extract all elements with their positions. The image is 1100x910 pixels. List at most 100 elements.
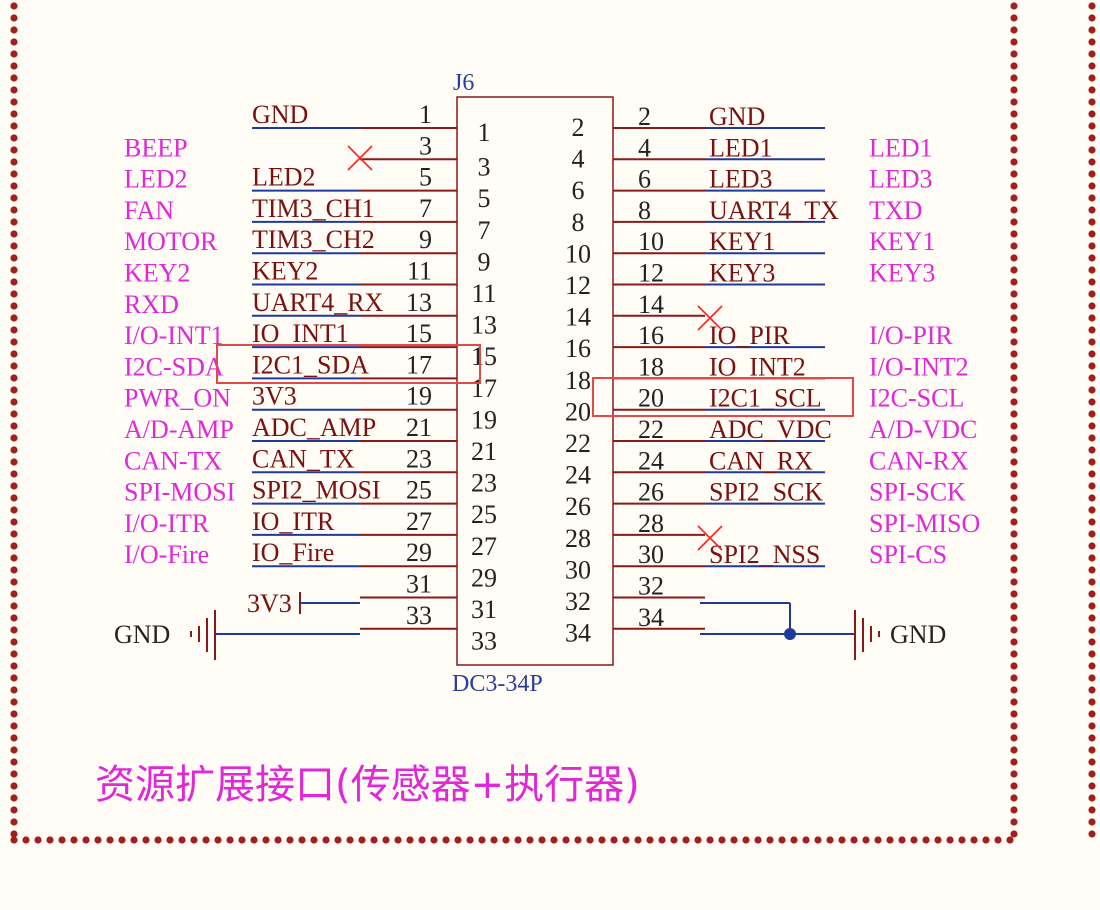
function-label: BEEP (124, 133, 188, 162)
border-dot (10, 734, 18, 742)
border-dot (1088, 722, 1096, 730)
border-dot (1088, 734, 1096, 742)
border-dot (1088, 110, 1096, 118)
border-dot (178, 836, 186, 844)
border-dot (1088, 50, 1096, 58)
border-dot (1088, 794, 1096, 802)
border-dot (1088, 266, 1096, 274)
border-dot (1010, 314, 1018, 322)
border-dot (442, 836, 450, 844)
border-dot (1010, 74, 1018, 82)
border-dot (1006, 836, 1014, 844)
border-dot (1010, 698, 1018, 706)
border-dot (10, 614, 18, 622)
border-dot (1088, 2, 1096, 10)
right-gnd-label: GND (890, 620, 946, 649)
border-dot (1010, 170, 1018, 178)
border-dot (10, 218, 18, 226)
border-dot (1088, 314, 1096, 322)
border-dot (814, 836, 822, 844)
border-dot (10, 638, 18, 646)
pin-number: 7 (419, 194, 432, 223)
border-dot (1088, 746, 1096, 754)
inner-number-left: 17 (471, 374, 497, 403)
net-label: I2C1_SCL (709, 384, 822, 413)
border-dot (10, 374, 18, 382)
border-dot (1088, 698, 1096, 706)
v33-label: 3V3 (247, 589, 292, 618)
border-dot (1088, 410, 1096, 418)
no-connect-marks (347, 145, 723, 551)
border-dot (790, 836, 798, 844)
pin-number: 22 (638, 415, 664, 444)
border-dot (874, 836, 882, 844)
border-dot (286, 836, 294, 844)
net-label: KEY2 (252, 257, 318, 286)
border-dot (898, 836, 906, 844)
border-dot (10, 302, 18, 310)
border-dot (10, 746, 18, 754)
inner-number-left: 23 (471, 469, 497, 498)
border-dot (766, 836, 774, 844)
net-label: IO_Fire (252, 538, 334, 567)
border-dot (1010, 686, 1018, 694)
border-dot (1010, 590, 1018, 598)
border-dot (334, 836, 342, 844)
border-dot (10, 794, 18, 802)
border-dot (1010, 422, 1018, 430)
border-dot (10, 566, 18, 574)
border-dot (10, 326, 18, 334)
pin-number: 18 (638, 352, 664, 381)
border-dot (886, 836, 894, 844)
border-dot (1088, 626, 1096, 634)
pin-number: 3 (419, 131, 432, 160)
border-dot (10, 194, 18, 202)
border-dot (538, 836, 546, 844)
border-dot (1088, 374, 1096, 382)
net-label: KEY1 (709, 227, 775, 256)
pin-number: 30 (638, 540, 664, 569)
border-dot (1088, 482, 1096, 490)
border-dot (1088, 434, 1096, 442)
no-connect-x-icon (697, 525, 723, 551)
inner-number-right: 2 (572, 113, 585, 142)
border-dot (22, 836, 30, 844)
function-label: I2C-SCL (869, 384, 964, 413)
border-dot (10, 290, 18, 298)
border-dot (550, 836, 558, 844)
border-dot (10, 698, 18, 706)
border-dot (190, 836, 198, 844)
border-dot (1088, 26, 1096, 34)
pin-number: 13 (406, 288, 432, 317)
net-label: KEY3 (709, 259, 775, 288)
function-label: I/O-INT2 (869, 352, 969, 381)
border-dot (58, 836, 66, 844)
border-dot (478, 836, 486, 844)
border-dot (514, 836, 522, 844)
border-dot (1010, 806, 1018, 814)
dotted-border (10, 2, 1096, 844)
no-connect-x-icon (697, 305, 723, 331)
border-dot (10, 770, 18, 778)
border-dot (1010, 86, 1018, 94)
border-dot (1010, 494, 1018, 502)
border-dot (970, 836, 978, 844)
border-dot (1088, 782, 1096, 790)
function-label: A/D-AMP (124, 415, 234, 444)
border-dot (1088, 62, 1096, 70)
border-dot (10, 710, 18, 718)
border-dot (1088, 506, 1096, 514)
border-dot (1088, 158, 1096, 166)
border-dot (946, 836, 954, 844)
border-dot (346, 836, 354, 844)
border-dot (10, 578, 18, 586)
border-dot (1010, 614, 1018, 622)
